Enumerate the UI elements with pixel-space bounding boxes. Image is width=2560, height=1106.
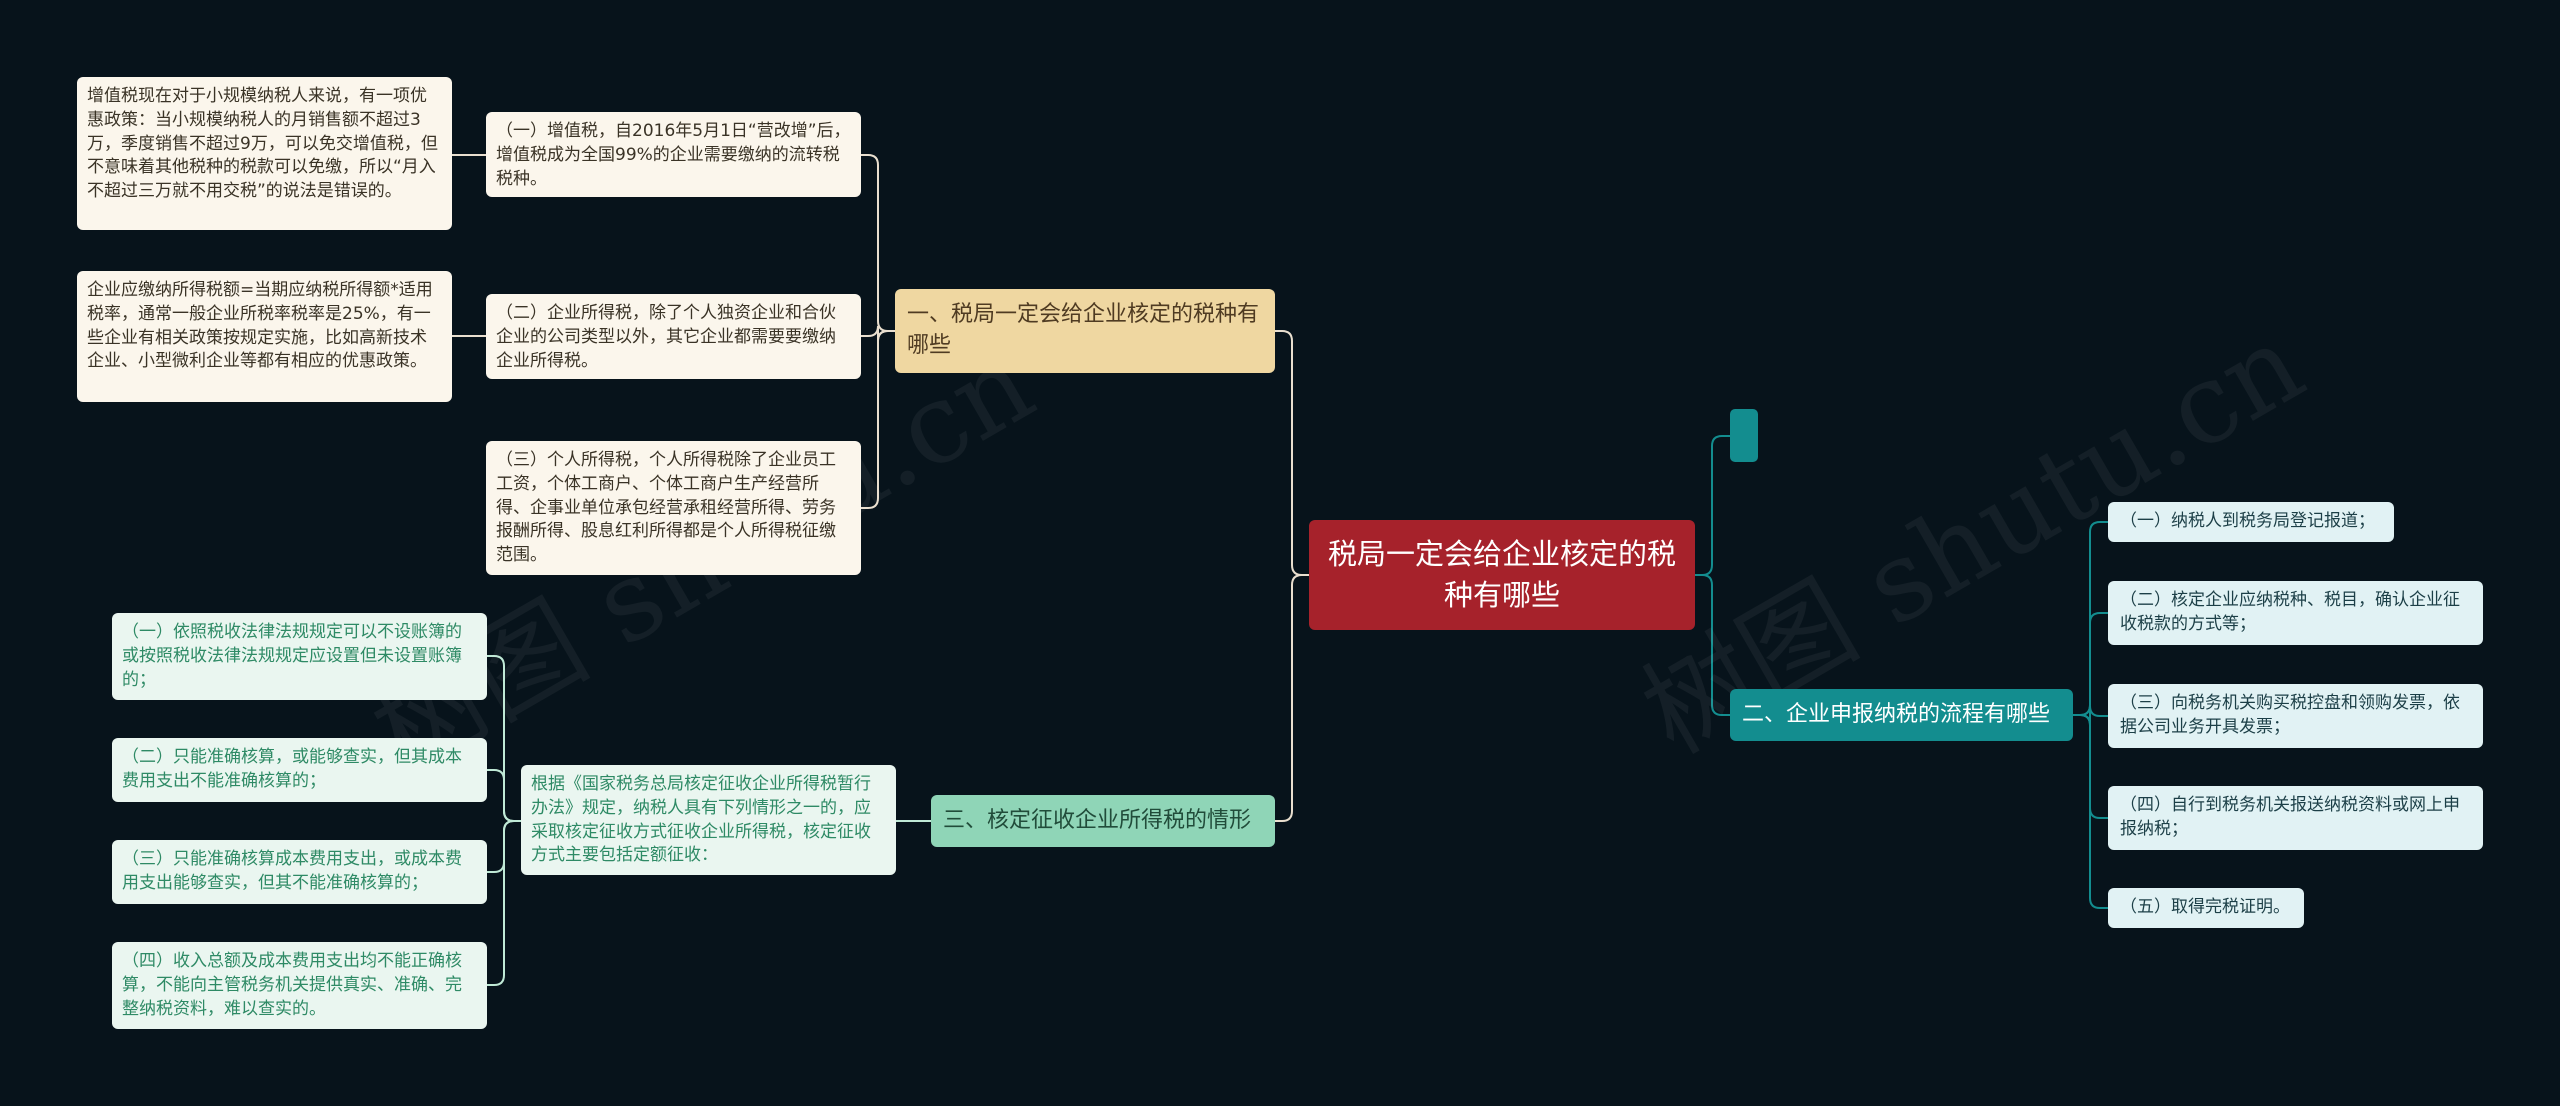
b3-case-link-3: [487, 820, 521, 986]
root-topic-label: 税局一定会给企业核定的税种有哪些: [1327, 537, 1676, 612]
filing-step-2-text: （二）核定企业应纳税种、税目，确认企业征收税款的方式等；: [2120, 590, 2460, 634]
branch-filing-process-label: 二、企业申报纳税的流程有哪些: [1742, 701, 2051, 727]
b2-link-1: [2073, 612, 2108, 716]
tax-type-corporate-income[interactable]: （二）企业所得税，除了个人独资企业和合伙企业的公司类型以外，其它企业都需要要缴纳…: [486, 294, 861, 379]
b1-link-2: [861, 330, 895, 509]
b2-link-4: [2073, 714, 2108, 909]
filing-step-4-text: （四）自行到税务机关报送纳税资料或网上申报纳税；: [2120, 795, 2460, 839]
branch-deemed-levy-label: 三、核定征收企业所得税的情形: [943, 807, 1252, 833]
b1-link-0: [861, 154, 895, 332]
deemed-levy-intro[interactable]: 根据《国家税务总局核定征收企业所得税暂行办法》规定，纳税人具有下列情形之一的，应…: [521, 765, 896, 875]
empty-topic[interactable]: [1730, 409, 1758, 462]
root-left-link-1: [1275, 574, 1309, 822]
filing-step-1[interactable]: （一）纳税人到税务局登记报道；: [2108, 502, 2394, 542]
deemed-levy-case-1-text: （一）依照税收法律法规规定可以不设账簿的或按照税收法律法规规定应设置但未设置账簿…: [122, 622, 462, 690]
deemed-levy-intro-text: 根据《国家税务总局核定征收企业所得税暂行办法》规定，纳税人具有下列情形之一的，应…: [531, 774, 871, 866]
deemed-levy-case-4[interactable]: （四）收入总额及成本费用支出均不能正确核算，不能向主管税务机关提供真实、准确、完…: [112, 942, 487, 1029]
branch-tax-types-label: 一、税局一定会给企业核定的税种有哪些: [907, 302, 1260, 358]
root-right-link-1: [1695, 574, 1730, 716]
b3-case-link-1: [487, 769, 521, 822]
filing-step-3[interactable]: （三）向税务机关购买税控盘和领购发票，依据公司业务开具发票；: [2108, 684, 2483, 748]
deemed-levy-case-4-text: （四）收入总额及成本费用支出均不能正确核算，不能向主管税务机关提供真实、准确、完…: [122, 951, 462, 1019]
branch-filing-process[interactable]: 二、企业申报纳税的流程有哪些: [1730, 689, 2073, 741]
deemed-levy-case-3[interactable]: （三）只能准确核算成本费用支出，或成本费用支出能够查实，但其不能准确核算的；: [112, 840, 487, 904]
deemed-levy-case-3-text: （三）只能准确核算成本费用支出，或成本费用支出能够查实，但其不能准确核算的；: [122, 849, 462, 893]
tax-type-personal-income[interactable]: （三）个人所得税，个人所得税除了企业员工工资，个体工商户、个体工商户生产经营所得…: [486, 441, 861, 575]
filing-step-5-text: （五）取得完税证明。: [2120, 897, 2290, 917]
tax-type-vat[interactable]: （一）增值税，自2016年5月1日“营改增”后，增值税成为全国99%的企业需要缴…: [486, 112, 861, 197]
root-left-link-0: [1275, 330, 1309, 576]
tax-type-vat-label: （一）增值税，自2016年5月1日“营改增”后，增值税成为全国99%的企业需要缴…: [496, 121, 851, 189]
deemed-levy-case-1[interactable]: （一）依照税收法律法规规定可以不设账簿的或按照税收法律法规规定应设置但未设置账簿…: [112, 613, 487, 700]
filing-step-2[interactable]: （二）核定企业应纳税种、税目，确认企业征收税款的方式等；: [2108, 581, 2483, 645]
tax-type-corporate-income-note-text: 企业应缴纳所得税额=当期应纳税所得额*适用税率，通常一般企业所税率税率是25%，…: [87, 280, 433, 372]
root-topic[interactable]: 税局一定会给企业核定的税种有哪些: [1309, 520, 1695, 630]
tax-type-vat-note[interactable]: 增值税现在对于小规模纳税人来说，有一项优惠政策：当小规模纳税人的月销售额不超过3…: [77, 77, 452, 230]
tax-type-corporate-income-note[interactable]: 企业应缴纳所得税额=当期应纳税所得额*适用税率，通常一般企业所税率税率是25%，…: [77, 271, 452, 402]
filing-step-3-text: （三）向税务机关购买税控盘和领购发票，依据公司业务开具发票；: [2120, 693, 2460, 737]
deemed-levy-case-2-text: （二）只能准确核算，或能够查实，但其成本费用支出不能准确核算的；: [122, 747, 462, 791]
tax-type-corporate-income-label: （二）企业所得税，除了个人独资企业和合伙企业的公司类型以外，其它企业都需要要缴纳…: [496, 303, 836, 371]
root-right-link-0: [1695, 435, 1730, 576]
filing-step-4[interactable]: （四）自行到税务机关报送纳税资料或网上申报纳税；: [2108, 786, 2483, 850]
deemed-levy-case-2[interactable]: （二）只能准确核算，或能够查实，但其成本费用支出不能准确核算的；: [112, 738, 487, 802]
tax-type-personal-income-label: （三）个人所得税，个人所得税除了企业员工工资，个体工商户、个体工商户生产经营所得…: [496, 450, 836, 566]
branch-deemed-levy[interactable]: 三、核定征收企业所得税的情形: [931, 795, 1275, 847]
filing-step-1-text: （一）纳税人到税务局登记报道；: [2120, 511, 2375, 531]
branch-tax-types[interactable]: 一、税局一定会给企业核定的税种有哪些: [895, 289, 1275, 373]
filing-step-5[interactable]: （五）取得完税证明。: [2108, 888, 2304, 928]
tax-type-vat-note-text: 增值税现在对于小规模纳税人来说，有一项优惠政策：当小规模纳税人的月销售额不超过3…: [87, 86, 438, 202]
